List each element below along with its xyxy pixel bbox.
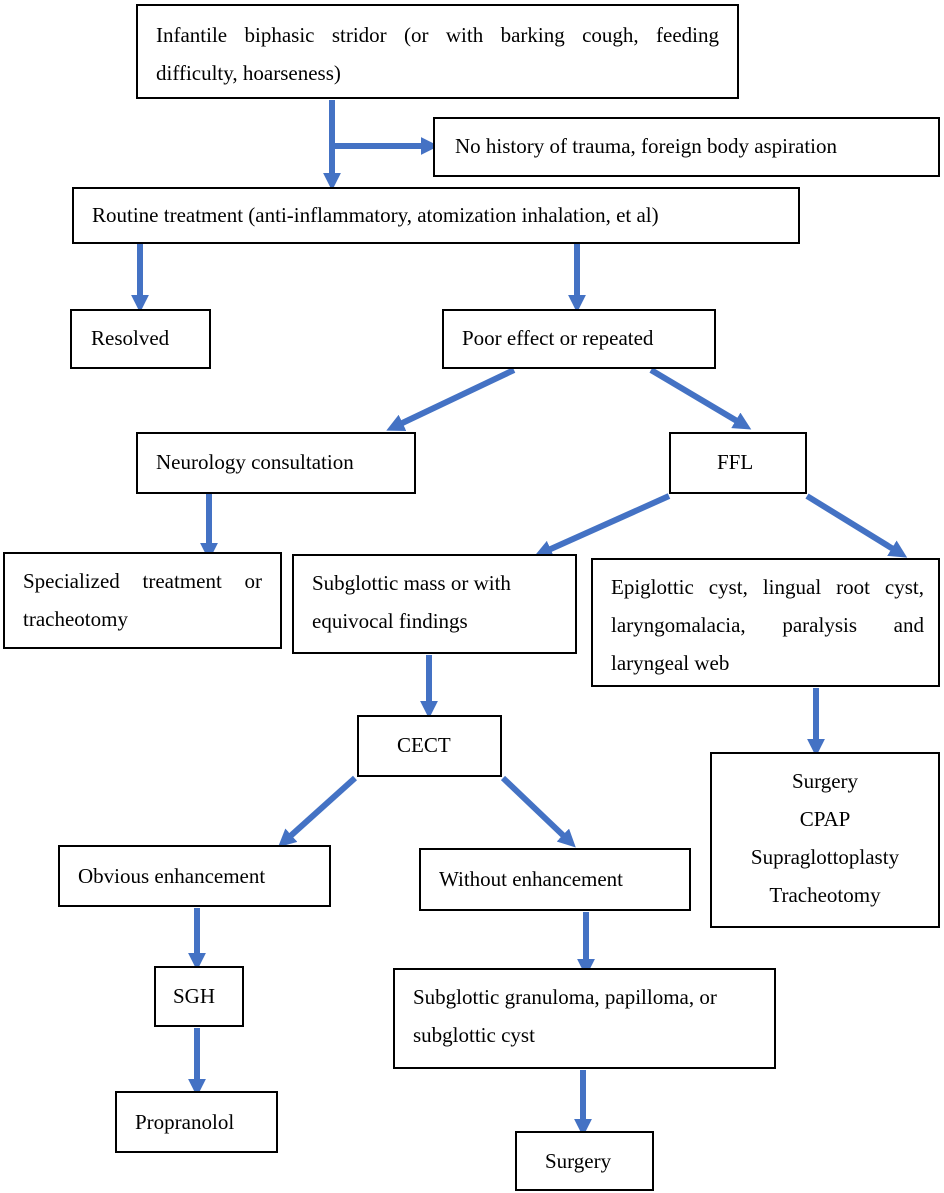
node-routine: Routine treatment (anti-inflammatory, at… bbox=[72, 187, 800, 244]
node-cect-text: CECT bbox=[397, 733, 451, 757]
node-neurology-text: Neurology consultation bbox=[156, 450, 354, 474]
node-ffl: FFL bbox=[669, 432, 807, 494]
arrow-ffl-to-subglottic-mass bbox=[534, 493, 671, 558]
node-neurology: Neurology consultation bbox=[136, 432, 416, 494]
node-stridor-text: Infantile biphasic stridor (or with bark… bbox=[156, 23, 719, 85]
node-surgery: Surgery bbox=[515, 1131, 654, 1191]
node-routine-text: Routine treatment (anti-inflammatory, at… bbox=[92, 203, 659, 227]
node-without: Without enhancement bbox=[419, 848, 691, 911]
arrow-cect-to-obvious bbox=[277, 775, 358, 848]
node-obvious: Obvious enhancement bbox=[58, 845, 331, 907]
node-propranolol-text: Propranolol bbox=[135, 1110, 235, 1134]
node-surgery-text: Surgery bbox=[545, 1149, 612, 1173]
node-treatments-text: Surgery CPAP Supraglottoplasty Tracheoto… bbox=[750, 769, 900, 907]
node-obvious-text: Obvious enhancement bbox=[78, 864, 266, 888]
node-stridor: Infantile biphasic stridor (or with bark… bbox=[136, 4, 739, 99]
node-specialized: Specialized treatment or tracheotomy bbox=[3, 552, 282, 649]
node-poor-effect-text: Poor effect or repeated bbox=[462, 326, 654, 350]
node-no-history: No history of trauma, foreign body aspir… bbox=[433, 117, 940, 177]
arrow-ffl-to-epiglottic bbox=[805, 493, 908, 558]
node-ffl-text: FFL bbox=[717, 450, 754, 474]
node-subglottic-mass: Subglottic mass or with equivocal findin… bbox=[292, 554, 577, 654]
node-resolved: Resolved bbox=[70, 309, 211, 369]
node-propranolol: Propranolol bbox=[115, 1091, 278, 1153]
arrow-cect-to-without bbox=[500, 775, 576, 848]
node-specialized-text: Specialized treatment or tracheotomy bbox=[23, 569, 262, 631]
node-resolved-text: Resolved bbox=[91, 326, 170, 350]
arrow-poor-effect-to-ffl bbox=[649, 367, 752, 430]
node-epiglottic: Epiglottic cyst, lingual root cyst, lary… bbox=[591, 558, 940, 687]
node-epiglottic-text: Epiglottic cyst, lingual root cyst, lary… bbox=[611, 575, 924, 675]
node-no-history-text: No history of trauma, foreign body aspir… bbox=[455, 134, 837, 158]
node-granuloma: Subglottic granuloma, papilloma, or subg… bbox=[393, 968, 776, 1069]
node-subglottic-mass-text: Subglottic mass or with equivocal findin… bbox=[312, 571, 511, 633]
node-cect: CECT bbox=[357, 715, 502, 777]
node-granuloma-text: Subglottic granuloma, papilloma, or subg… bbox=[413, 985, 717, 1047]
node-poor-effect: Poor effect or repeated bbox=[442, 309, 716, 369]
node-sgh: SGH bbox=[154, 966, 244, 1027]
arrow-poor-effect-to-neurology bbox=[386, 367, 516, 432]
node-treatments: Surgery CPAP Supraglottoplasty Tracheoto… bbox=[710, 752, 940, 928]
node-sgh-text: SGH bbox=[173, 984, 216, 1008]
node-without-text: Without enhancement bbox=[439, 867, 624, 891]
